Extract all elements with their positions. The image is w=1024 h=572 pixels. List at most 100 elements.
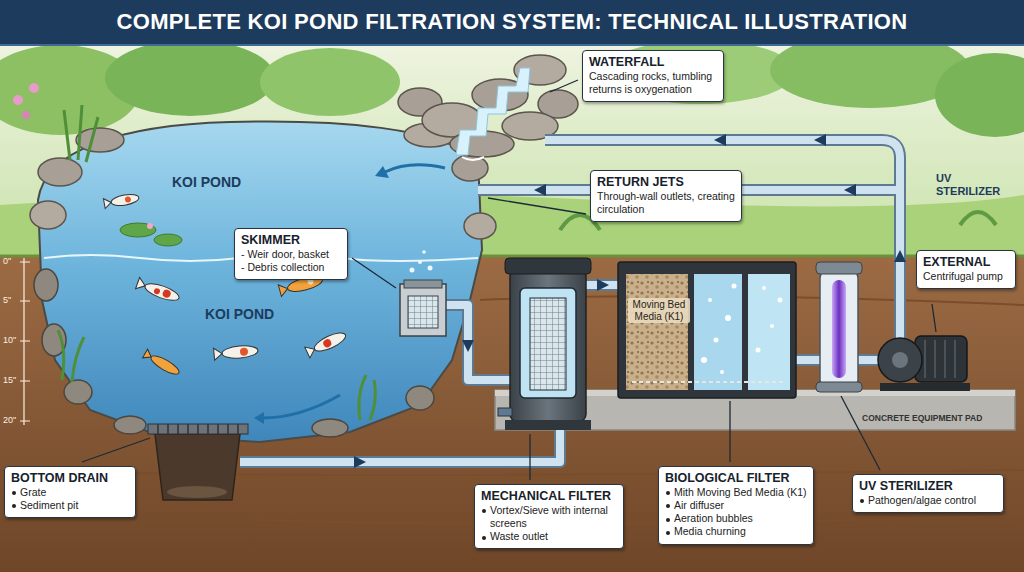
- depth-mark: 5": [3, 295, 11, 305]
- callout-text: Vortex/Sieve with internal screens: [481, 504, 617, 530]
- centrifugal-pump: [892, 352, 908, 368]
- koi-pond: [147, 223, 153, 229]
- callout-heading: UV STERILIZER: [859, 479, 997, 494]
- pipes: [240, 430, 560, 462]
- koi-pond: [153, 287, 161, 295]
- biological-filter: [756, 348, 761, 353]
- biological-filter: [720, 370, 724, 374]
- koi-pond: [222, 344, 259, 359]
- flow-arrows: [894, 250, 906, 262]
- leader-lines: [82, 80, 936, 480]
- bottom-drain: [148, 424, 248, 434]
- biological-filter: [762, 286, 766, 290]
- biological-filter: [725, 315, 731, 321]
- callout-box: SKIMMER- Weir door, basket- Debris colle…: [234, 228, 348, 280]
- koi-pond: [143, 349, 154, 361]
- callout-heading: WATERFALL: [589, 55, 717, 70]
- bottom-drain: [148, 424, 248, 500]
- biological-filter: [778, 298, 783, 303]
- leader-lines: [82, 438, 150, 462]
- flow-arrows: [534, 184, 546, 196]
- leader-lines: [841, 396, 880, 470]
- depth-mark: 0": [3, 256, 11, 266]
- koi-pond: [110, 193, 139, 208]
- mechanical-filter: [505, 258, 591, 274]
- mechanical-filter: [505, 420, 591, 430]
- koi-pond: [428, 266, 433, 271]
- biological-filter: [732, 284, 737, 289]
- bottom-drain: [158, 424, 238, 434]
- depth-mark: 10": [3, 335, 16, 345]
- centrifugal-pump: [915, 336, 967, 382]
- koi-pond: [143, 349, 182, 377]
- pad-label: CONCRETE EQUIPMENT PAD: [862, 413, 982, 423]
- leader-lines: [729, 401, 730, 462]
- koi-pond: [375, 166, 389, 178]
- flow-arrows: [354, 456, 366, 468]
- callout-text: Through-wall outlets, creating circulati…: [597, 190, 735, 216]
- koi-pond: [214, 348, 223, 361]
- skimmer: [400, 284, 446, 336]
- callout-box: EXTERNALCentrifugal pump: [916, 250, 1016, 289]
- callout-heading: SKIMMER: [241, 233, 341, 248]
- callout-text: Sediment pit: [11, 499, 129, 512]
- callout-text: Waste outlet: [481, 530, 617, 543]
- title-band: COMPLETE KOI POND FILTRATION SYSTEM: TEC…: [0, 0, 1024, 46]
- uv-sterilizer: [816, 262, 862, 274]
- pipes: [858, 356, 878, 364]
- callout-text: Pathogen/algae control: [859, 494, 997, 507]
- sky-background: [105, 40, 275, 116]
- koi-pond: [214, 344, 259, 360]
- koi-pond: [154, 234, 182, 246]
- pipes: [796, 356, 820, 364]
- koi-pond: [240, 347, 249, 356]
- pond-label: KOI POND: [172, 174, 241, 190]
- callout-text: Grate: [11, 486, 129, 499]
- callout-box: RETURN JETSThrough-wall outlets, creatin…: [590, 170, 742, 222]
- waterfall: [456, 68, 530, 155]
- media-label: Moving Bed Media (K1): [628, 298, 690, 323]
- skimmer: [404, 280, 442, 288]
- pipes: [446, 305, 510, 380]
- biological-filter: [748, 274, 790, 390]
- koi-pond: [305, 344, 317, 358]
- biological-filter: [701, 357, 707, 363]
- biological-filter: [632, 381, 786, 383]
- callout-heading: MECHANICAL FILTER: [481, 489, 617, 504]
- depth-scale: [20, 258, 30, 425]
- flow-arrows: [354, 134, 906, 468]
- koi-pond: [76, 128, 124, 152]
- callout-box: BOTTOM DRAINGrateSediment pit: [4, 466, 136, 518]
- koi-pond: [452, 155, 488, 181]
- callout-text: Media churning: [665, 525, 807, 538]
- waterfall: [462, 157, 484, 160]
- koi-pond: [38, 158, 82, 186]
- koi-pond: [312, 329, 348, 354]
- koi-pond: [124, 196, 131, 203]
- callout-heading: BOTTOM DRAIN: [11, 471, 129, 486]
- pond-label: KOI POND: [205, 306, 274, 322]
- flow-arrows: [462, 340, 474, 352]
- callout-box: WATERFALLCascading rocks, tumbling retur…: [582, 50, 724, 102]
- biological-filter: [618, 262, 796, 398]
- leader-lines: [352, 258, 396, 288]
- koi-pond: [254, 412, 264, 424]
- koi-pond: [30, 105, 496, 442]
- pipes: [796, 354, 820, 366]
- leader-lines: [529, 434, 530, 480]
- centrifugal-pump: [925, 340, 955, 378]
- depth-mark: 15": [3, 375, 16, 385]
- callout-text: Air diffuser: [665, 499, 807, 512]
- bottom-drain: [167, 486, 227, 498]
- flow-arrows: [714, 134, 726, 146]
- callout-text: Aeration bubbles: [665, 512, 807, 525]
- koi-pond: [406, 386, 434, 410]
- callout-text: - Debris collection: [241, 261, 341, 274]
- pipes: [240, 140, 900, 462]
- mechanical-filter: [498, 408, 512, 416]
- centrifugal-pump: [880, 383, 970, 391]
- koi-pond: [120, 223, 156, 237]
- koi-pond: [136, 277, 181, 303]
- mechanical-filter: [520, 288, 576, 398]
